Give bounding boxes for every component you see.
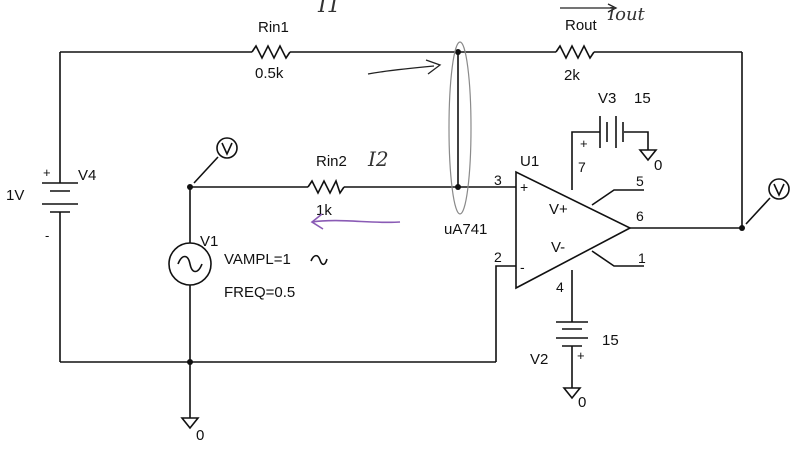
v2-plus: + (577, 348, 585, 363)
annotation-ellipse (448, 41, 472, 215)
voltage-probe-right (745, 178, 790, 225)
annotation-i2: I2 (367, 147, 389, 171)
v1-freq: FREQ=0.5 (224, 284, 295, 301)
junctions (187, 49, 745, 365)
pin-1: 1 (638, 250, 646, 266)
v1-vampl: VAMPL=1 (224, 251, 291, 268)
ground-v2: 0 (562, 387, 586, 411)
source-v2: + V2 15 (530, 321, 619, 368)
u1-vplus: V+ (549, 201, 568, 218)
pin-7: 7 (578, 159, 586, 175)
voltage-probe-left (193, 137, 238, 184)
arrow-purple-head (310, 213, 324, 230)
rout-label: Rout (565, 17, 598, 34)
v4-voltage: 1V (6, 187, 24, 204)
u1-model: uA741 (444, 221, 487, 238)
rin2-label: Rin2 (316, 153, 347, 170)
u1-inverting-mark: - (520, 259, 525, 275)
sine-icon (177, 255, 203, 273)
u1-vminus: V- (551, 239, 565, 256)
junction-output (739, 225, 745, 231)
annotation-iout: Iout (607, 4, 646, 25)
junction-top (455, 49, 461, 55)
ground-left-label: 0 (196, 427, 204, 444)
arrow-i1-head (425, 59, 442, 75)
arrow-i1-shaft (367, 65, 435, 75)
junction-bottom (187, 359, 193, 365)
source-v3: + V3 15 (580, 90, 651, 151)
resistor-rin1: Rin1 0.5k (251, 19, 291, 82)
v3-plus: + (580, 136, 588, 151)
junction-v1-top (187, 184, 193, 190)
resistor-rout: Rout 2k (555, 17, 598, 84)
ground-v3: 0 (638, 149, 662, 174)
pin-6: 6 (636, 208, 644, 224)
v3-value: 15 (634, 90, 651, 107)
v2-label: V2 (530, 351, 548, 368)
source-v1: V1 VAMPL=1 FREQ=0.5 (168, 233, 328, 301)
junction-pin3 (455, 184, 461, 190)
v4-label: V4 (78, 167, 96, 184)
pin-5: 5 (636, 173, 644, 189)
u1-label: U1 (520, 153, 539, 170)
resistor-rin2: Rin2 1k (307, 153, 347, 219)
arrow-purple-shaft (311, 219, 401, 224)
v3-label: V3 (598, 90, 616, 107)
ground-left: 0 (180, 417, 204, 444)
wires (59, 51, 743, 418)
pin-2: 2 (494, 249, 502, 265)
annotation-i1: I1 (317, 0, 341, 18)
v1-vampl-tilde (310, 254, 328, 266)
pin-3: 3 (494, 172, 502, 188)
handwritten-annotations: I1 Iout I2 (310, 0, 646, 230)
rin1-label: Rin1 (258, 19, 289, 36)
rout-value: 2k (564, 67, 580, 84)
v2-value: 15 (602, 332, 619, 349)
rin1-value: 0.5k (255, 65, 284, 82)
opamp-triangle (515, 170, 632, 290)
ground-v2-label: 0 (578, 394, 586, 411)
v4-plus: + (43, 165, 51, 180)
v1-label: V1 (200, 233, 218, 250)
pin-4: 4 (556, 279, 564, 295)
probe-v-icon-right (773, 183, 785, 197)
pin-numbers: 3 2 7 4 5 6 1 (494, 159, 646, 295)
ground-v3-label: 0 (654, 157, 662, 174)
probe-v-icon (221, 142, 233, 156)
v4-minus: - (45, 228, 49, 243)
opamp-u1: U1 uA741 V+ V- + - (444, 153, 632, 290)
source-v4: + - V4 1V (6, 165, 96, 243)
arrow-iout-head (607, 3, 618, 13)
u1-noninverting-mark: + (520, 179, 528, 195)
